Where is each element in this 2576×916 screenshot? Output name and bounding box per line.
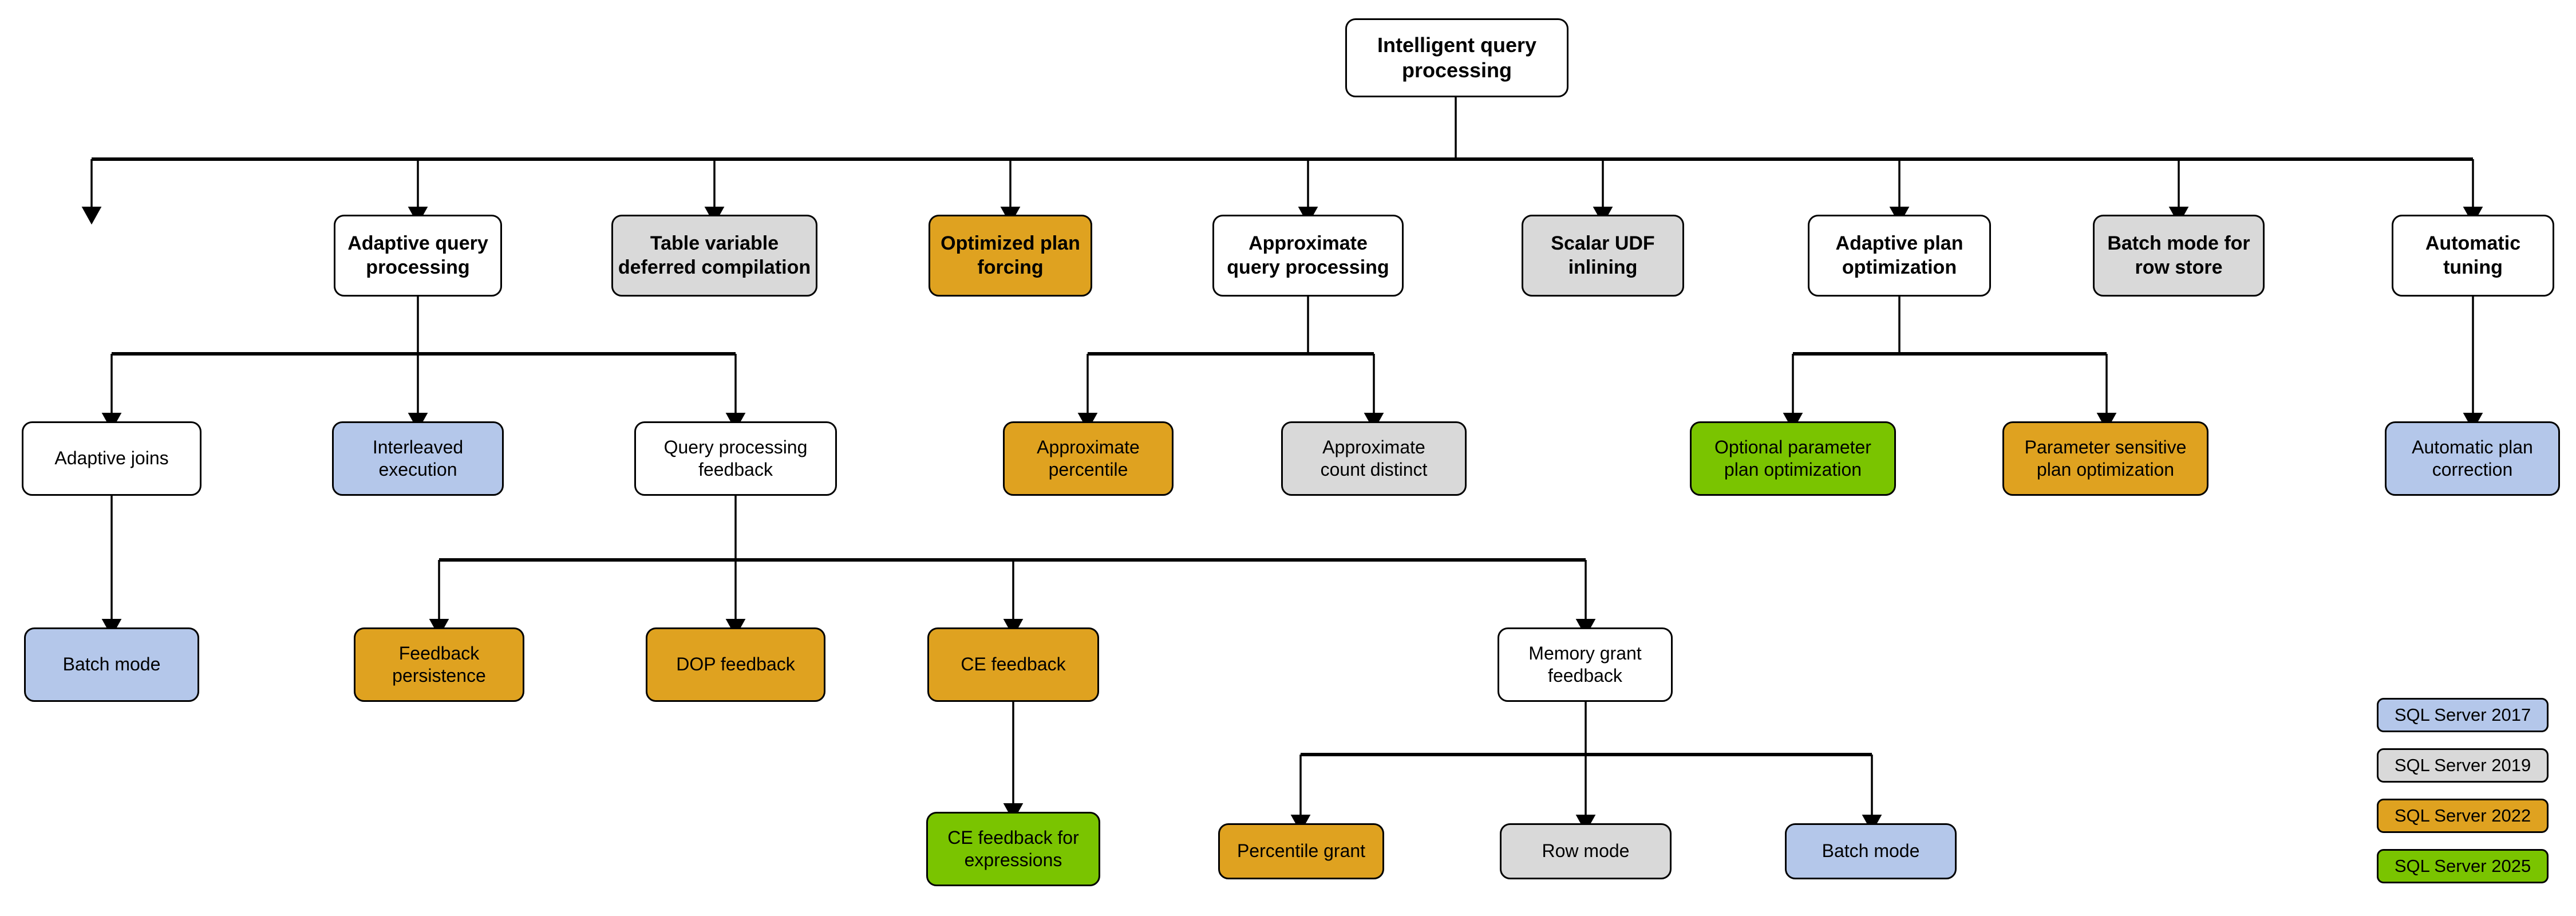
node-row-mode[interactable]: Row mode — [1500, 823, 1672, 879]
node-label: Approximate percentile — [1037, 436, 1140, 480]
node-label: Row mode — [1542, 840, 1630, 862]
legend-item-sql-server-2025[interactable]: SQL Server 2025 — [2377, 849, 2549, 883]
node-automatic-tuning[interactable]: Automatic tuning — [2392, 215, 2554, 297]
node-optional-parameter-plan-optimization[interactable]: Optional parameter plan optimization — [1690, 421, 1896, 496]
node-label: Optional parameter plan optimization — [1714, 436, 1871, 480]
node-ce-feedback[interactable]: CE feedback — [927, 627, 1099, 702]
node-label: Approximate query processing — [1227, 232, 1389, 278]
node-label: Feedback persistence — [392, 642, 486, 686]
node-label: Query processing feedback — [663, 436, 808, 480]
node-label: Memory grant feedback — [1528, 642, 1642, 686]
node-label: DOP feedback — [676, 654, 795, 675]
legend-label: SQL Server 2019 — [2394, 755, 2531, 775]
node-adaptive-plan-optimization[interactable]: Adaptive plan optimization — [1808, 215, 1991, 297]
legend-label: SQL Server 2025 — [2394, 856, 2531, 876]
legend-item-sql-server-2017[interactable]: SQL Server 2017 — [2377, 698, 2549, 732]
node-memory-grant-feedback[interactable]: Memory grant feedback — [1498, 627, 1673, 702]
legend-item-sql-server-2019[interactable]: SQL Server 2019 — [2377, 748, 2549, 783]
node-label: CE feedback for expressions — [947, 827, 1079, 870]
node-label: Adaptive plan optimization — [1835, 232, 1963, 278]
node-label: Optimized plan forcing — [941, 232, 1080, 278]
node-label: Percentile grant — [1236, 840, 1366, 862]
node-batch-mode-for-row-store[interactable]: Batch mode for row store — [2093, 215, 2265, 297]
node-label: Table variable deferred compilation — [618, 232, 811, 278]
node-label: Batch mode for row store — [2107, 232, 2250, 278]
node-percentile-grant[interactable]: Percentile grant — [1218, 823, 1384, 879]
node-parameter-sensitive-plan-optimization[interactable]: Parameter sensitive plan optimization — [2002, 421, 2208, 496]
legend-label: SQL Server 2022 — [2394, 806, 2531, 826]
node-label: Approximate count distinct — [1320, 436, 1428, 480]
node-adaptive-query-processing[interactable]: Adaptive query processing — [334, 215, 502, 297]
legend-label: SQL Server 2017 — [2394, 705, 2531, 725]
node-adaptive-joins[interactable]: Adaptive joins — [22, 421, 202, 496]
node-ce-feedback-for-expressions[interactable]: CE feedback for expressions — [926, 812, 1100, 886]
node-table-variable-deferred-compilation[interactable]: Table variable deferred compilation — [611, 215, 817, 297]
node-batch-mode-memory-grant[interactable]: Batch mode — [1785, 823, 1957, 879]
node-label: Intelligent query processing — [1377, 33, 1537, 82]
node-batch-mode-adaptive-joins[interactable]: Batch mode — [24, 627, 199, 702]
node-label: Adaptive joins — [54, 448, 169, 469]
node-interleaved-execution[interactable]: Interleaved execution — [332, 421, 504, 496]
node-optimized-plan-forcing[interactable]: Optimized plan forcing — [929, 215, 1092, 297]
node-feedback-persistence[interactable]: Feedback persistence — [354, 627, 524, 702]
node-automatic-plan-correction[interactable]: Automatic plan correction — [2385, 421, 2560, 496]
node-query-processing-feedback[interactable]: Query processing feedback — [634, 421, 837, 496]
node-label: Automatic plan correction — [2412, 436, 2533, 480]
node-label: Parameter sensitive plan optimization — [2024, 436, 2187, 480]
node-approximate-percentile[interactable]: Approximate percentile — [1003, 421, 1174, 496]
node-approximate-count-distinct[interactable]: Approximate count distinct — [1281, 421, 1467, 496]
node-label: Interleaved execution — [372, 436, 464, 480]
node-label: Batch mode — [1822, 840, 1920, 862]
node-label: Batch mode — [62, 654, 161, 675]
legend-item-sql-server-2022[interactable]: SQL Server 2022 — [2377, 799, 2549, 833]
node-label: Adaptive query processing — [347, 232, 488, 278]
node-approximate-query-processing[interactable]: Approximate query processing — [1212, 215, 1404, 297]
node-scalar-udf-inlining[interactable]: Scalar UDF inlining — [1522, 215, 1684, 297]
node-dop-feedback[interactable]: DOP feedback — [646, 627, 825, 702]
node-intelligent-query-processing[interactable]: Intelligent query processing — [1345, 18, 1568, 97]
node-label: Automatic tuning — [2425, 232, 2521, 278]
node-label: CE feedback — [961, 654, 1066, 675]
node-label: Scalar UDF inlining — [1551, 232, 1655, 278]
